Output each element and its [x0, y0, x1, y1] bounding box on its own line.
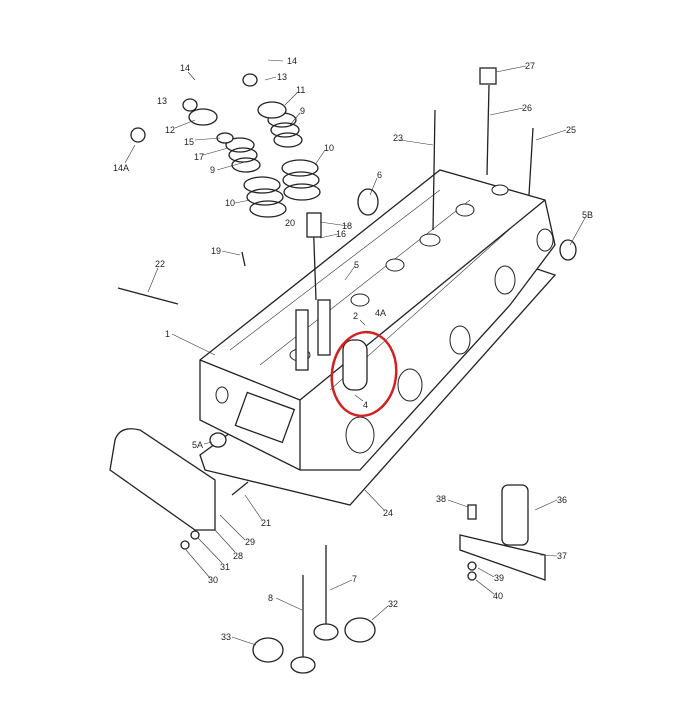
thermostat-bracket — [459, 484, 546, 581]
callout-20: 20 — [285, 218, 295, 228]
stud-25 — [528, 127, 534, 196]
valve-guide — [317, 299, 331, 356]
callout-10: 10 — [324, 143, 334, 153]
callout-33: 33 — [221, 632, 231, 642]
callout-1: 1 — [165, 329, 170, 339]
callout-31: 31 — [220, 562, 230, 572]
callout-17: 17 — [194, 152, 204, 162]
callout-11: 11 — [296, 85, 305, 95]
callout-39: 39 — [494, 573, 504, 583]
callout-37: 37 — [557, 551, 567, 561]
callout-30: 30 — [208, 575, 218, 585]
highlight-circle — [330, 330, 398, 418]
callout-21: 21 — [261, 518, 271, 528]
callout-6: 6 — [377, 170, 382, 180]
callout-13: 13 — [157, 96, 167, 106]
stud-22 — [117, 287, 179, 305]
callout-26: 26 — [522, 103, 532, 113]
callout-9: 9 — [210, 165, 215, 175]
callout-12: 12 — [165, 125, 175, 135]
callout-24: 24 — [383, 508, 393, 518]
callout-14A: 14A — [113, 163, 129, 173]
valve-guide — [295, 309, 309, 371]
washer-31 — [190, 530, 200, 540]
valve-guide-4 — [342, 339, 368, 391]
callout-13: 13 — [277, 72, 287, 82]
callout-5: 5 — [354, 260, 359, 270]
plug-6 — [357, 188, 379, 216]
callout-27: 27 — [525, 61, 535, 71]
stud-26 — [486, 84, 490, 176]
plug-5B — [559, 239, 577, 261]
plug-5A — [209, 432, 227, 448]
pin-19 — [241, 251, 246, 267]
callout-8: 8 — [268, 593, 273, 603]
callout-25: 25 — [566, 125, 576, 135]
valve-springs — [130, 73, 321, 218]
tappet-18 — [306, 212, 322, 238]
callout-22: 22 — [155, 259, 165, 269]
callout-18: 18 — [342, 221, 352, 231]
callout-9: 9 — [300, 106, 305, 116]
callout-23: 23 — [393, 133, 403, 143]
callout-38: 38 — [436, 494, 446, 504]
valves — [252, 545, 376, 674]
callout-32: 32 — [388, 599, 398, 609]
cylinder-head — [199, 169, 556, 471]
callout-10: 10 — [225, 198, 235, 208]
callout-15: 15 — [184, 137, 194, 147]
callout-2: 2 — [353, 311, 358, 321]
callout-40: 40 — [493, 591, 503, 601]
callout-4A: 4A — [375, 308, 386, 318]
stud-23 — [432, 109, 436, 231]
callout-14: 14 — [287, 56, 297, 66]
callout-14: 14 — [180, 63, 190, 73]
callout-36: 36 — [557, 495, 567, 505]
callout-7: 7 — [352, 574, 357, 584]
nut-30 — [180, 540, 190, 550]
callout-4: 4 — [363, 400, 368, 410]
leader-lines — [124, 59, 586, 646]
callout-5B: 5B — [582, 210, 593, 220]
callout-28: 28 — [233, 551, 243, 561]
callout-29: 29 — [245, 537, 255, 547]
nut-27 — [479, 67, 497, 85]
callout-5A: 5A — [192, 440, 203, 450]
plate-28 — [109, 428, 216, 531]
callout-19: 19 — [211, 246, 221, 256]
callout-16: 16 — [336, 229, 346, 239]
pin-21 — [231, 481, 249, 496]
